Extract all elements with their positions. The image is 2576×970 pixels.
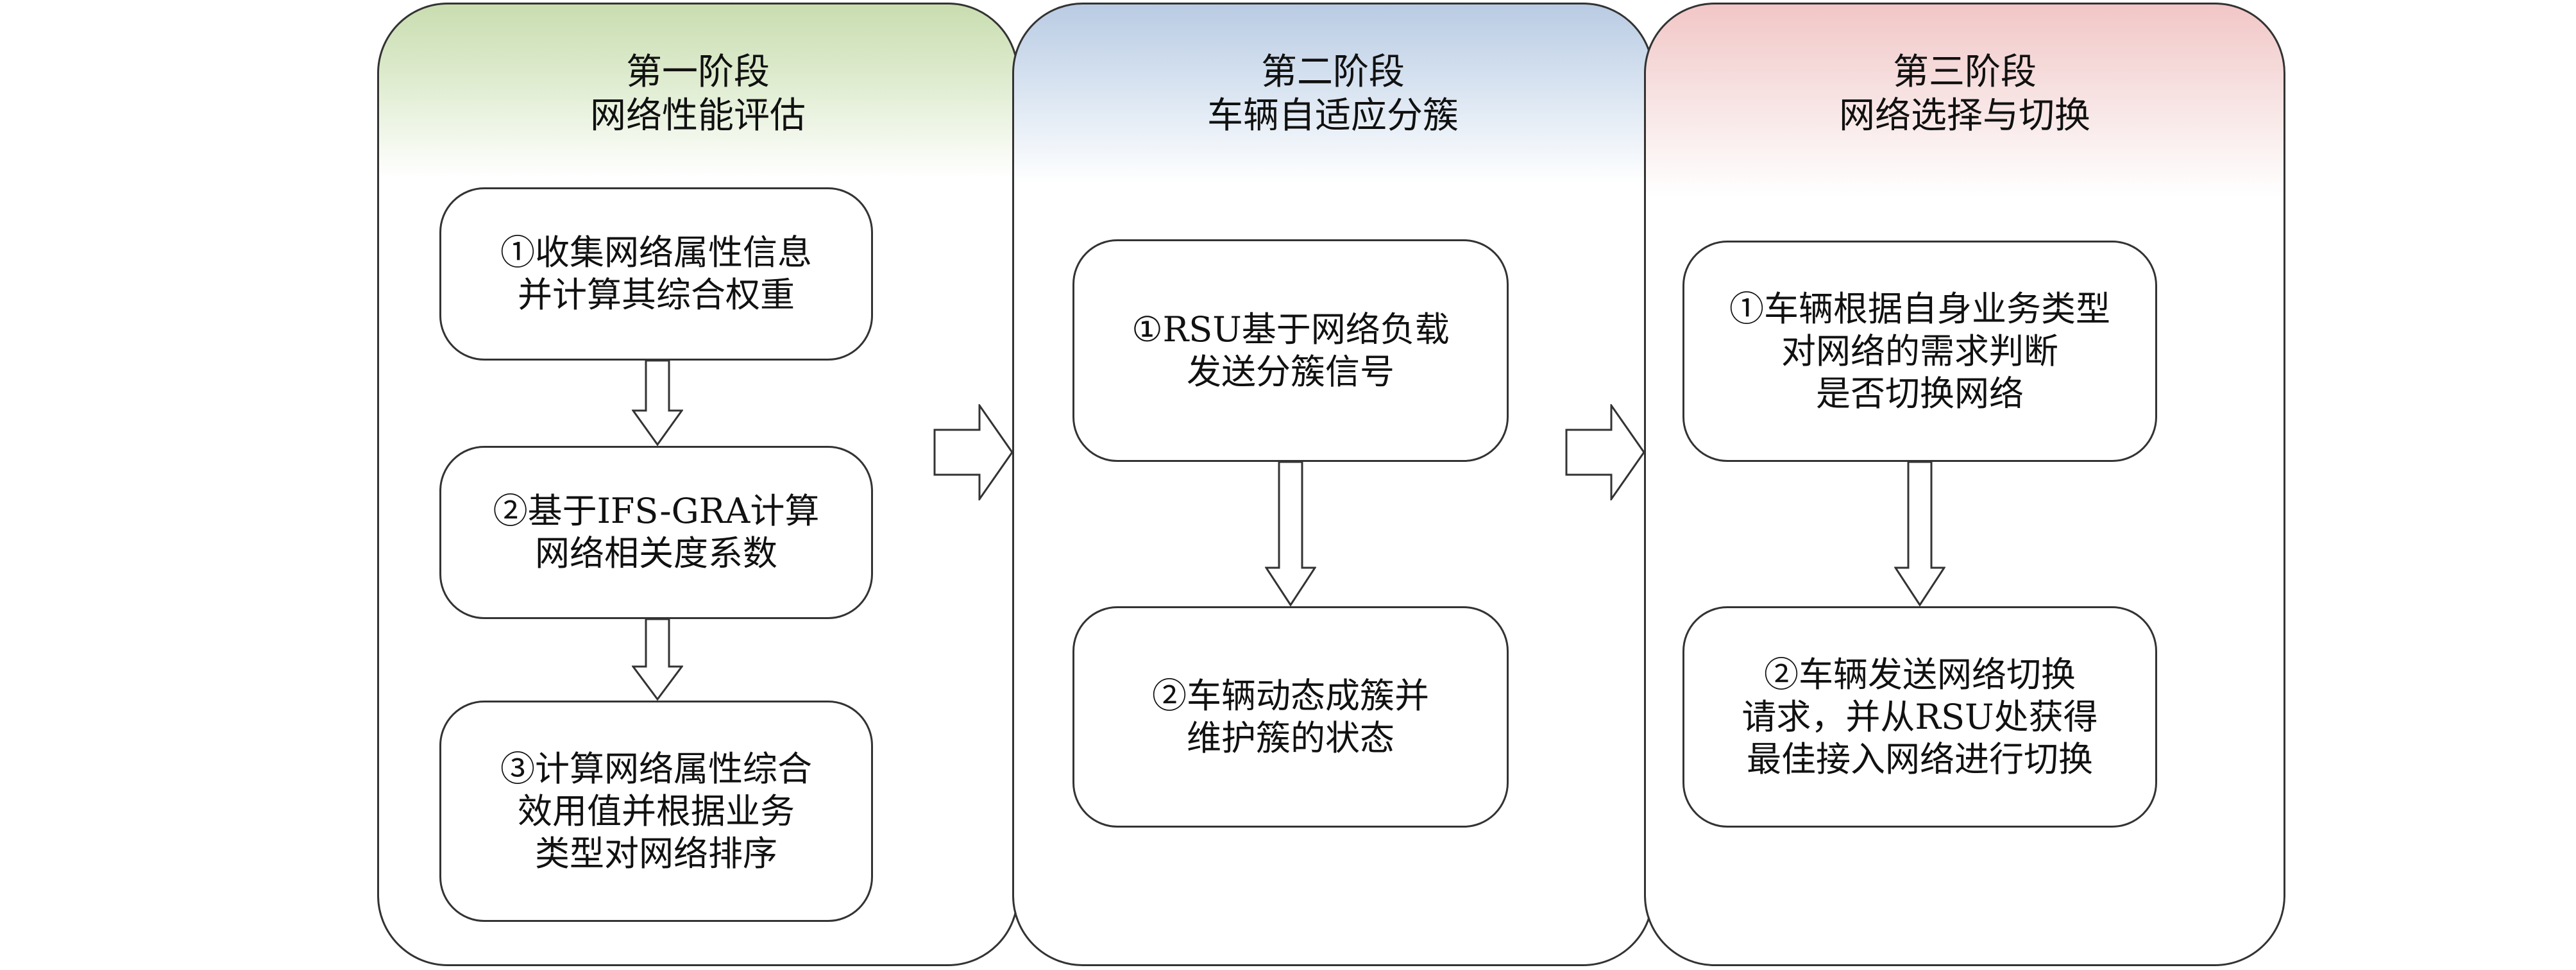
stage-2-step-2: ②车辆动态成簇并 维护簇的状态 bbox=[1072, 606, 1509, 828]
stage-1-step-1-text: ①收集网络属性信息 并计算其综合权重 bbox=[500, 232, 812, 315]
stage-1-title: 第一阶段 网络性能评估 bbox=[379, 51, 1017, 138]
stage-1-arrow-down-2-icon bbox=[632, 619, 683, 701]
stage-1-step-2-text: ②基于IFS-GRA计算 网络相关度系数 bbox=[493, 491, 820, 574]
stage-1-title-line2: 网络性能评估 bbox=[590, 95, 806, 137]
stage-1-step-1: ①收集网络属性信息 并计算其综合权重 bbox=[439, 187, 873, 361]
stage-1-arrow-down-1-icon bbox=[632, 361, 683, 446]
stage-2-title-line2: 车辆自适应分簇 bbox=[1207, 95, 1459, 137]
stage-3-arrow-down-icon bbox=[1894, 462, 1945, 606]
stage-3-step-2: ②车辆发送网络切换 请求，并从RSU处获得 最佳接入网络进行切换 bbox=[1682, 606, 2157, 828]
stage-1-step-2: ②基于IFS-GRA计算 网络相关度系数 bbox=[439, 446, 873, 619]
stage-3-step-2-text: ②车辆发送网络切换 请求，并从RSU处获得 最佳接入网络进行切换 bbox=[1741, 654, 2098, 779]
stage-3-step-1-text: ①车辆根据自身业务类型 对网络的需求判断 是否切换网络 bbox=[1729, 288, 2110, 414]
stage-1-title-line1: 第一阶段 bbox=[626, 51, 770, 93]
stage-1-to-2-arrow-right-icon bbox=[933, 404, 1013, 500]
stage-2-step-2-text: ②车辆动态成簇并 维护簇的状态 bbox=[1152, 675, 1429, 758]
stage-2-arrow-down-icon bbox=[1265, 462, 1316, 606]
stage-2-to-3-arrow-right-icon bbox=[1565, 404, 1645, 500]
stage-3-title-line1: 第三阶段 bbox=[1893, 51, 2037, 93]
stage-2-step-1: ①RSU基于网络负载 发送分簇信号 bbox=[1072, 239, 1509, 462]
stage-2-title: 第二阶段 车辆自适应分簇 bbox=[1014, 51, 1652, 138]
stage-2-title-line1: 第二阶段 bbox=[1261, 51, 1405, 93]
stage-2-step-1-text: ①RSU基于网络负载 发送分簇信号 bbox=[1131, 309, 1450, 392]
stage-3-step-1: ①车辆根据自身业务类型 对网络的需求判断 是否切换网络 bbox=[1682, 241, 2157, 462]
stage-3-title: 第三阶段 网络选择与切换 bbox=[1646, 51, 2284, 138]
stage-1-step-3: ③计算网络属性综合 效用值并根据业务 类型对网络排序 bbox=[439, 701, 873, 922]
stage-3-title-line2: 网络选择与切换 bbox=[1839, 95, 2090, 137]
stage-1-step-3-text: ③计算网络属性综合 效用值并根据业务 类型对网络排序 bbox=[500, 748, 812, 874]
